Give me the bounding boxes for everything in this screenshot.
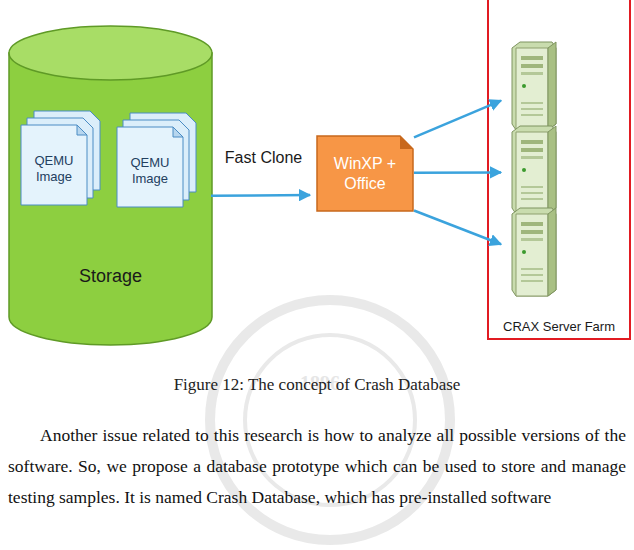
storage-cylinder: Storage QEMU Image QEMU Image	[8, 25, 213, 347]
qemu-image-document: QEMU Image	[20, 110, 102, 206]
flow-arrow	[211, 194, 310, 197]
node-label: QEMU Image	[118, 138, 182, 204]
flow-arrow	[414, 210, 501, 244]
body-paragraph: Another issue related to this research i…	[8, 420, 626, 513]
node-label: WinXP + Office	[322, 137, 408, 210]
node-label: QEMU Image	[22, 136, 86, 202]
flow-arrow	[414, 171, 501, 174]
qemu-image-document: QEMU Image	[116, 112, 198, 208]
node-label: CRAX Server Farm	[489, 316, 629, 336]
vm-image-box: WinXP + Office	[316, 135, 414, 212]
figure-caption: Figure 12: The concept of Crash Database	[0, 375, 634, 395]
edge-label: Fast Clone	[214, 149, 314, 167]
flow-arrow	[414, 101, 501, 138]
server-farm-frame: CRAX Server Farm	[487, 0, 631, 340]
node-label: Storage	[8, 261, 213, 291]
